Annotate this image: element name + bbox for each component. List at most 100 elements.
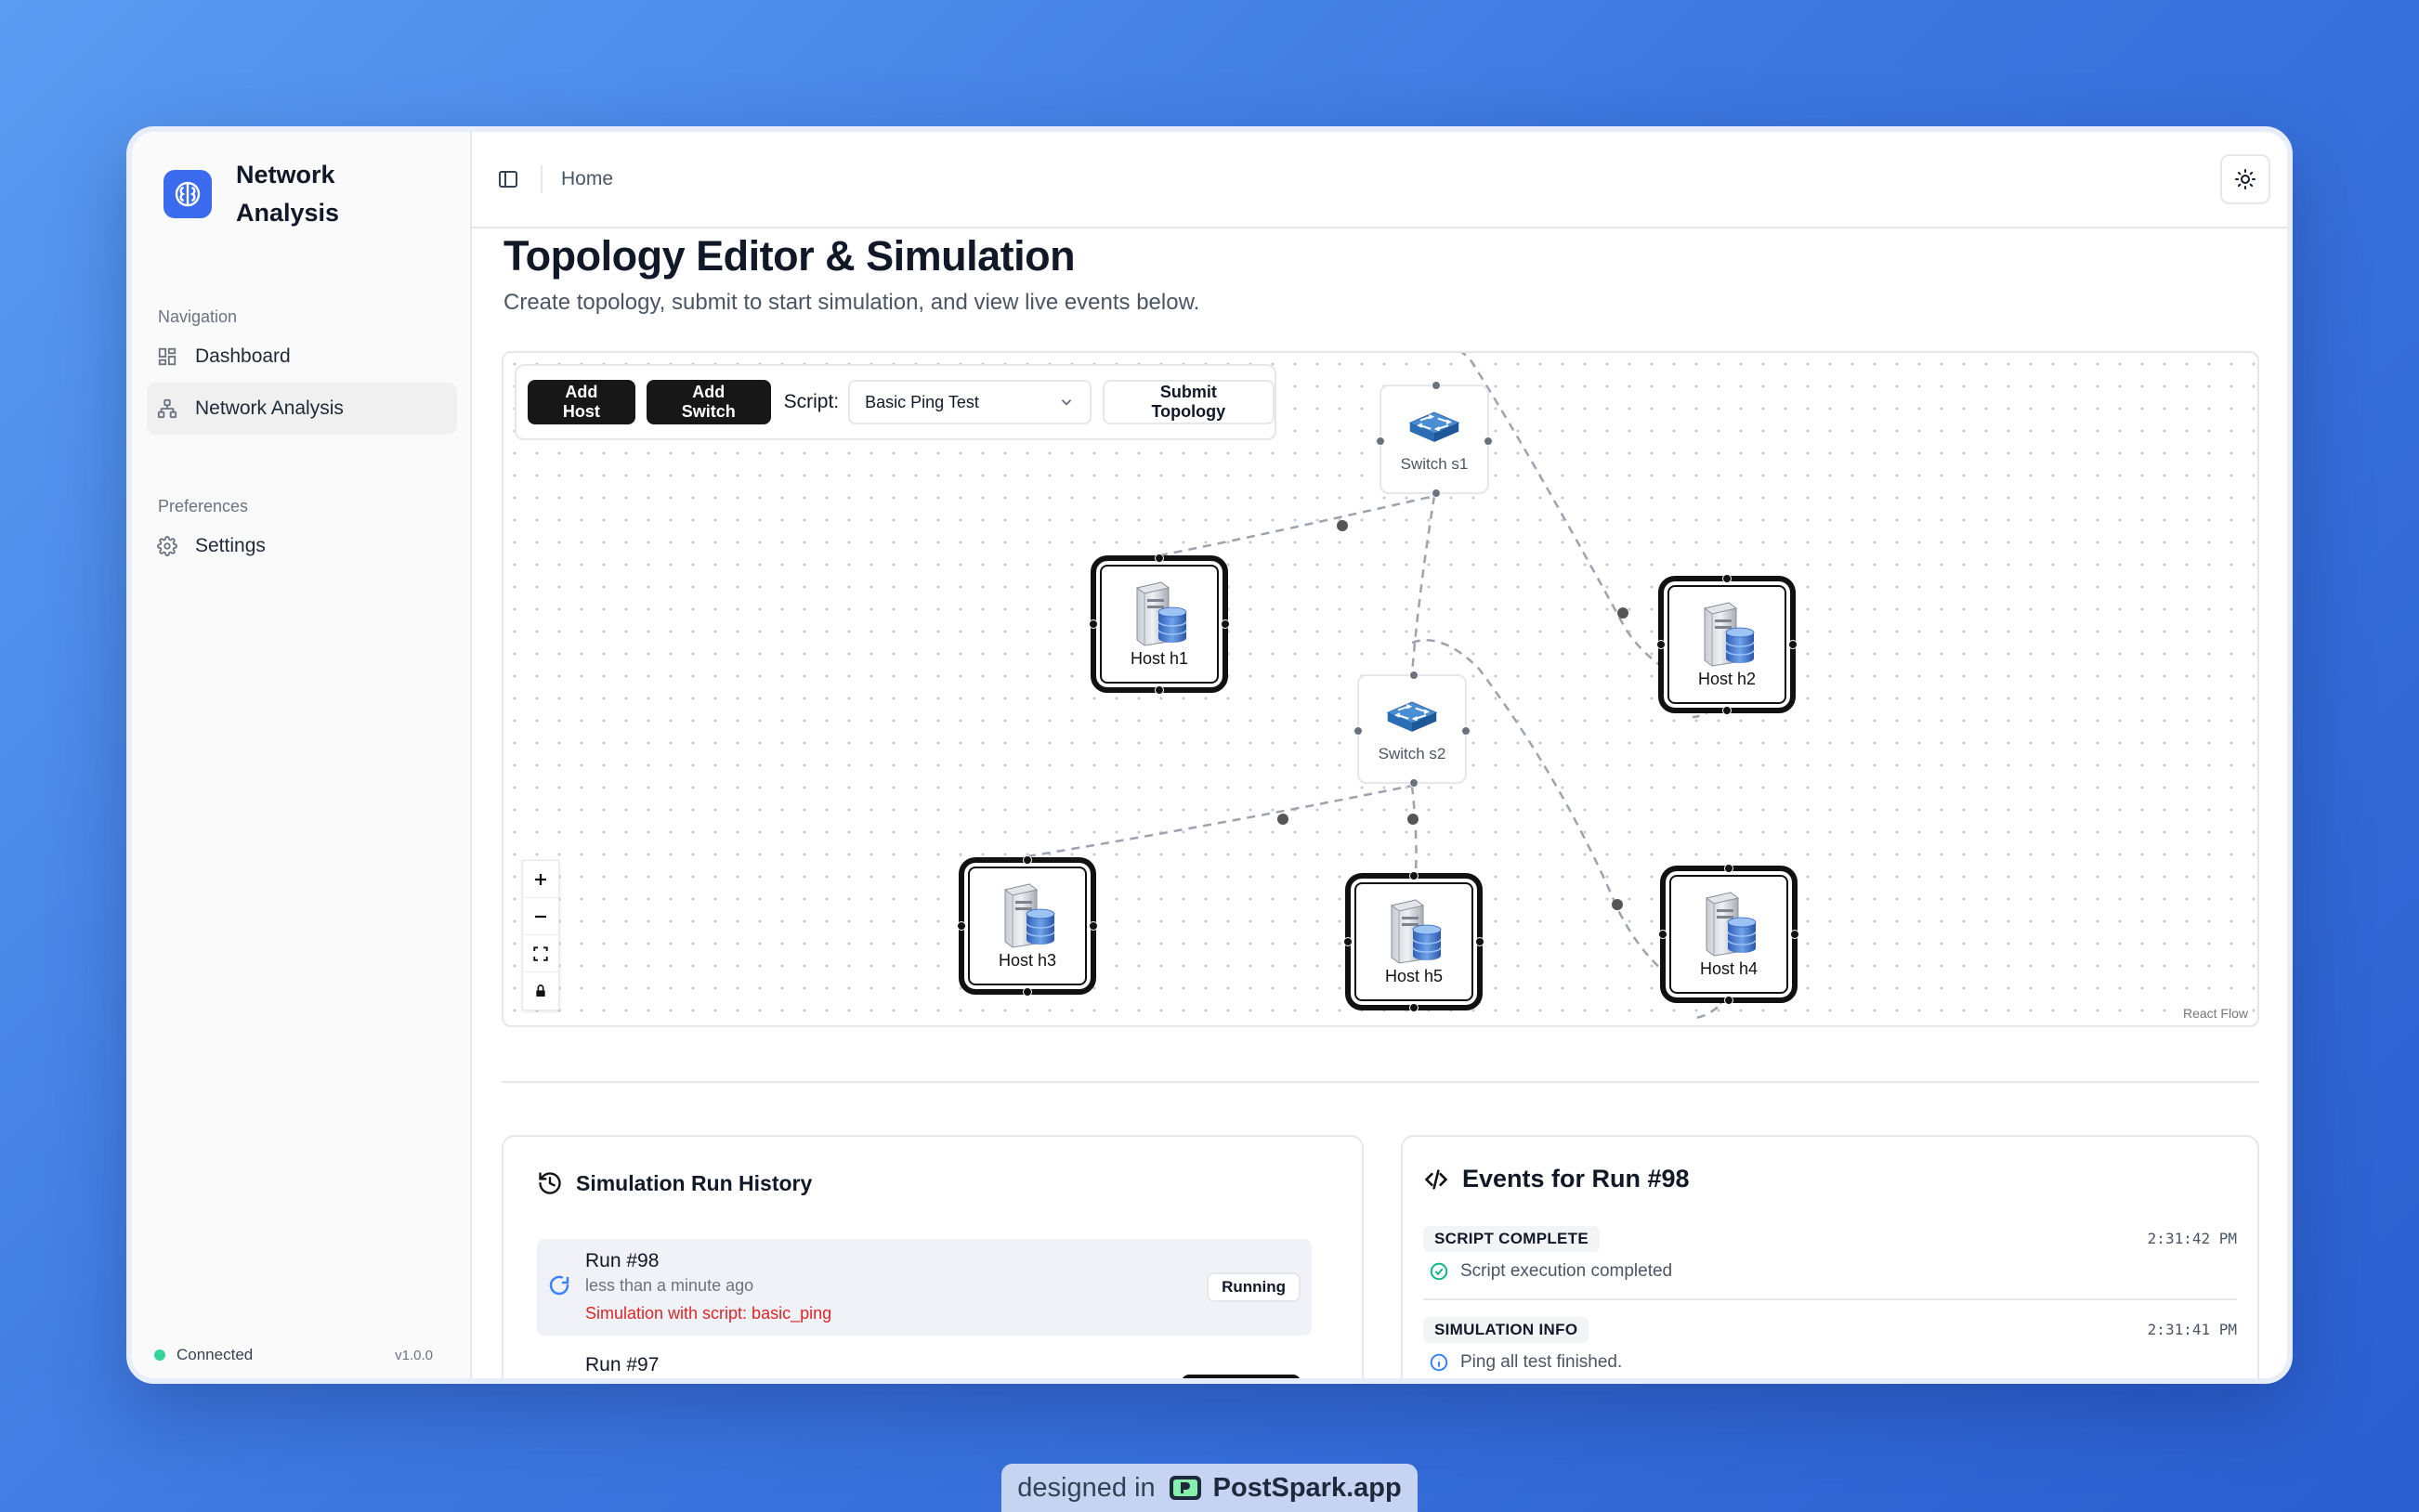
connection-handle[interactable] <box>1432 489 1441 498</box>
connection-handle[interactable] <box>1724 996 1733 1005</box>
section-divider <box>502 1081 2259 1083</box>
host-node-h3[interactable]: Host h3 <box>957 855 1098 997</box>
nav-heading: Preferences <box>158 497 249 515</box>
sidebar-item-label: Dashboard <box>195 345 291 367</box>
nav-heading: Navigation <box>158 307 238 326</box>
connection-handle[interactable] <box>1722 574 1732 583</box>
node-label: Host h5 <box>1384 966 1444 985</box>
connection-handle[interactable] <box>1353 726 1363 736</box>
history-title: Simulation Run History <box>537 1170 812 1196</box>
host-node-h2[interactable]: Host h2 <box>1656 574 1798 715</box>
switch-node-s2[interactable]: Switch s2 <box>1353 671 1471 788</box>
brain-logo-icon <box>163 170 212 218</box>
breadcrumb-home[interactable]: Home <box>561 168 614 189</box>
connection-handle[interactable] <box>1376 437 1385 446</box>
host-node-h4[interactable]: Host h4 <box>1658 864 1799 1005</box>
sidebar-item-network-analysis[interactable]: Network Analysis <box>147 383 457 435</box>
run-time: less than a minute ago <box>585 1276 754 1295</box>
event-type-badge: SIMULATION INFO <box>1423 1317 1589 1343</box>
connection-handle[interactable] <box>1722 706 1732 715</box>
add-host-button[interactable]: Add Host <box>528 380 635 424</box>
history-title-text: Simulation Run History <box>576 1170 813 1195</box>
connection-handle[interactable] <box>1409 1003 1419 1012</box>
theme-toggle-button[interactable] <box>2220 154 2270 204</box>
event-message: Script execution completed <box>1429 1261 1672 1282</box>
lock-interactivity-button[interactable] <box>523 972 558 1010</box>
sidebar-item-label: Settings <box>195 535 266 556</box>
run-item-97[interactable]: Run #97 <box>537 1343 1312 1378</box>
connection-handle[interactable] <box>1409 778 1419 788</box>
connection-handle[interactable] <box>1409 871 1419 880</box>
connection-handle[interactable] <box>957 921 966 931</box>
connection-handle[interactable] <box>1343 937 1353 946</box>
main-content: Home Topology Editor & Simulation Create… <box>472 132 2287 1378</box>
server-database-icon <box>1384 898 1444 965</box>
fit-view-button[interactable] <box>523 935 558 972</box>
sidebar-item-label: Network Analysis <box>195 398 344 419</box>
minus-icon <box>535 915 546 918</box>
event-message-text: Ping all test finished. <box>1460 1352 1623 1372</box>
zoom-in-button[interactable] <box>523 861 558 898</box>
loading-spinner-icon <box>548 1274 570 1301</box>
run-name: Run #98 <box>585 1250 660 1271</box>
node-label: Host h4 <box>1699 958 1759 978</box>
server-database-icon <box>1130 580 1189 647</box>
nav-section-preferences: Preferences Settings <box>147 492 457 572</box>
app-version: v1.0.0 <box>395 1347 433 1363</box>
edge-s2-h5 <box>1410 785 1418 874</box>
connection-handle[interactable] <box>1475 937 1484 946</box>
sidebar-item-settings[interactable]: Settings <box>147 520 457 572</box>
connection-handle[interactable] <box>1656 640 1666 649</box>
node-label: Host h2 <box>1697 669 1757 688</box>
edge-s2-h4 <box>1411 639 1725 1020</box>
connection-handle[interactable] <box>1089 921 1098 931</box>
connection-handle[interactable] <box>1790 930 1799 939</box>
sun-icon <box>2235 169 2256 189</box>
page-subtitle: Create topology, submit to start simulat… <box>503 290 1200 315</box>
divider <box>1423 1298 2237 1300</box>
connection-handle[interactable] <box>1155 685 1164 695</box>
connection-handle[interactable] <box>1221 619 1230 629</box>
panel-left-icon <box>499 171 517 188</box>
connection-handle[interactable] <box>1089 619 1098 629</box>
connection-handle[interactable] <box>1155 554 1164 563</box>
run-name: Run #97 <box>585 1354 660 1375</box>
host-node-h5[interactable]: Host h5 <box>1343 871 1484 1012</box>
watermark-prefix: designed in <box>1017 1472 1156 1503</box>
code-icon <box>1423 1167 1449 1193</box>
connection-handle[interactable] <box>1658 930 1667 939</box>
submit-topology-button[interactable]: Submit Topology <box>1102 380 1275 424</box>
connection-handle[interactable] <box>1409 671 1419 680</box>
status-badge <box>1182 1375 1301 1378</box>
server-database-icon <box>1697 601 1757 668</box>
connection-handle[interactable] <box>1724 864 1733 873</box>
zoom-out-button[interactable] <box>523 898 558 935</box>
connection-handle[interactable] <box>1788 640 1798 649</box>
edge-midpoint-h3-s2 <box>1277 814 1288 825</box>
connection-handle[interactable] <box>1023 855 1032 865</box>
postspark-logo-icon <box>1169 1474 1202 1502</box>
chevron-down-icon <box>1061 399 1071 406</box>
add-switch-button[interactable]: Add Switch <box>646 380 771 424</box>
script-select[interactable]: Basic Ping Test <box>848 380 1092 424</box>
event-timestamp: 2:31:41 PM <box>2147 1321 2237 1338</box>
topology-canvas[interactable]: Add Host Add Switch Script: Basic Ping T… <box>502 351 2259 1027</box>
connection-handle[interactable] <box>1484 437 1493 446</box>
status-dot-icon <box>154 1349 165 1361</box>
fit-view-icon <box>533 945 548 961</box>
connection-status-text: Connected <box>177 1346 254 1363</box>
event-message: Ping all test finished. <box>1429 1352 1622 1373</box>
postspark-watermark[interactable]: designed in PostSpark.app <box>1001 1464 1418 1512</box>
host-node-h1[interactable]: Host h1 <box>1089 554 1230 695</box>
connection-handle[interactable] <box>1432 381 1441 390</box>
gear-icon <box>156 535 178 557</box>
switch-node-s1[interactable]: Switch s1 <box>1376 381 1493 498</box>
react-flow-attribution[interactable]: React Flow <box>2178 1005 2252 1022</box>
connection-handle[interactable] <box>1023 987 1032 997</box>
sidebar-item-dashboard[interactable]: Dashboard <box>147 331 457 383</box>
run-item-98[interactable]: Run #98 less than a minute ago Simulatio… <box>537 1239 1312 1336</box>
sidebar-toggle-button[interactable] <box>494 165 522 193</box>
brand[interactable]: Network Analysis <box>163 156 375 232</box>
dashboard-grid-icon <box>156 345 178 368</box>
connection-handle[interactable] <box>1461 726 1471 736</box>
